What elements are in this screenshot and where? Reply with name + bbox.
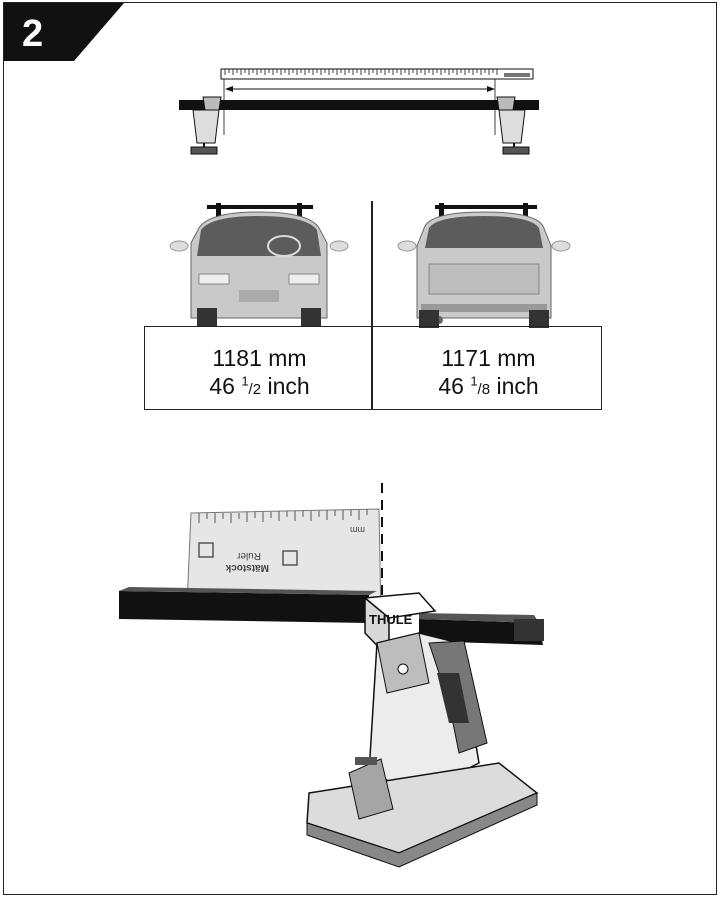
brand-logo: THULE: [369, 612, 413, 627]
ruler-title: Mätstock: [225, 562, 269, 573]
measurement-left: 1181 mm 46 1/2 inch: [145, 327, 374, 409]
ruler-unit: mm: [350, 525, 365, 535]
left-foot: [190, 96, 222, 155]
measurement-inch: 46 1/8 inch: [438, 373, 539, 399]
arrow-head-left: [225, 86, 233, 92]
roof-bar-diagram: [179, 68, 539, 155]
ruler-label: [504, 73, 530, 77]
car-rear-view-left: [169, 203, 349, 326]
roof-bar: [179, 100, 539, 110]
measurement-inch: 46 1/2 inch: [209, 373, 310, 399]
measurement-mm: 1181 mm: [212, 345, 307, 371]
arrow-head-right: [487, 86, 495, 92]
column-divider: [371, 201, 373, 409]
foot-with-ruler-diagram: Mätstock Ruler mm THULE: [119, 483, 544, 868]
step-badge-shape: [4, 3, 124, 61]
right-foot: [496, 96, 530, 155]
load-bar: [119, 591, 369, 623]
instruction-panel: 2: [3, 2, 717, 895]
step-badge: [4, 3, 124, 61]
car-rear-view-right: [397, 203, 571, 328]
measurement-table: 1181 mm 46 1/2 inch 1171 mm 46 1/8 inch: [144, 326, 602, 410]
ruler-subtitle: Ruler: [236, 550, 261, 561]
ruler-ticks: [224, 69, 498, 75]
step-number: 2: [22, 13, 44, 55]
measurement-mm: 1171 mm: [441, 345, 536, 371]
measurement-right: 1171 mm 46 1/8 inch: [374, 327, 603, 409]
